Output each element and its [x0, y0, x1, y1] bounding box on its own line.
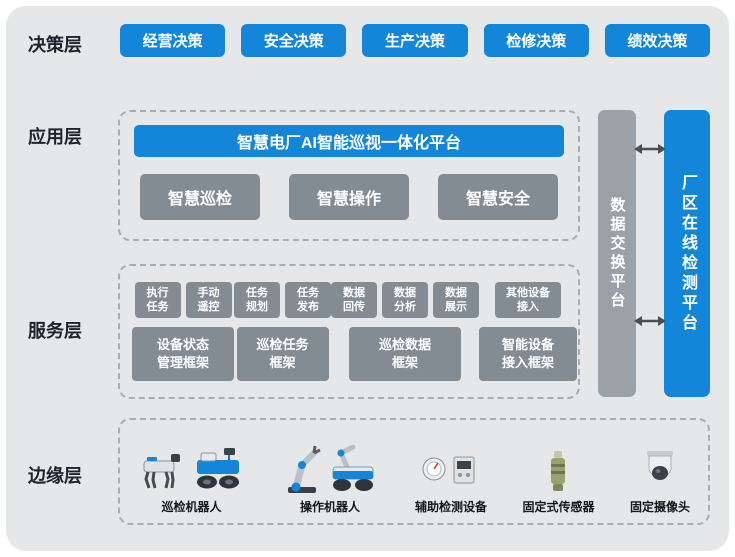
- device-icons: [280, 443, 379, 495]
- mobile-manipulator-icon: [332, 444, 374, 491]
- task-row: 执行任务 手动遥控: [134, 282, 232, 318]
- service-group-inspection-data: 数据回传 数据分析 数据展示 巡检数据框架: [331, 282, 479, 381]
- edge-layer-label: 边缘层: [28, 466, 82, 486]
- task-planning: 任务规划: [234, 282, 280, 318]
- service-group-smart-device-access: 其他设备接入 智能设备接入框架: [479, 282, 577, 381]
- device-label: 固定摄像头: [629, 500, 690, 514]
- sensor-cylinder-icon: [551, 451, 566, 491]
- device-icons: [420, 449, 482, 495]
- device-icons: [138, 447, 245, 495]
- service-group-device-status: 执行任务 手动遥控 设备状态管理框架: [132, 282, 234, 381]
- frame-device-status-management: 设备状态管理框架: [132, 327, 234, 381]
- online-detection-platform-label: 厂区在线检测平台: [679, 173, 696, 334]
- task-execute: 执行任务: [134, 282, 181, 318]
- application-modules-row: 智慧巡检 智慧操作 智慧安全: [134, 174, 564, 220]
- device-label: 巡检机器人: [161, 500, 222, 514]
- task-row: 任务规划 任务发布: [234, 282, 331, 318]
- data-exchange-platform-bar: 数据交换平台: [598, 110, 636, 397]
- application-layer-box: 智慧电厂AI智能巡视一体化平台 智慧巡检 智慧操作 智慧安全: [118, 110, 580, 241]
- application-layer-label: 应用层: [28, 127, 82, 147]
- service-group-inspection-task: 任务规划 任务发布 巡检任务框架: [234, 282, 331, 381]
- robot-dog-icon: [143, 454, 180, 489]
- online-detection-platform-bar: 厂区在线检测平台: [664, 110, 710, 397]
- task-manual-control: 手动遥控: [185, 282, 232, 318]
- module-smart-inspection: 智慧巡检: [140, 174, 260, 220]
- module-smart-operation: 智慧操作: [289, 174, 409, 220]
- tracked-robot-icon: [197, 448, 239, 489]
- frame-smart-device-access: 智能设备接入框架: [479, 327, 577, 381]
- device-auxiliary-detection: 辅助检测设备: [415, 449, 487, 515]
- double-arrow-icon: [634, 144, 666, 154]
- double-arrow-icon: [634, 316, 666, 326]
- service-layer-label: 服务层: [28, 321, 82, 341]
- device-icons: [639, 449, 681, 495]
- gauge-instrument-icon: [422, 456, 475, 484]
- decision-layer-label: 决策层: [28, 35, 82, 55]
- task-data-return: 数据回传: [331, 282, 377, 318]
- platform-banner: 智慧电厂AI智能巡视一体化平台: [134, 125, 564, 157]
- decision-node-business: 经营决策: [120, 24, 226, 57]
- decision-node-maintenance: 检修决策: [483, 24, 589, 57]
- task-data-analysis: 数据分析: [382, 282, 428, 318]
- decision-node-performance: 绩效决策: [604, 24, 711, 57]
- task-publish: 任务发布: [285, 282, 331, 318]
- device-label: 固定式传感器: [522, 500, 595, 514]
- module-smart-safety: 智慧安全: [438, 174, 558, 220]
- device-icons: [540, 449, 576, 495]
- device-label: 操作机器人: [299, 500, 360, 514]
- service-layer-box: 执行任务 手动遥控 设备状态管理框架 任务规划 任务发布 巡检任务框架 数据回传…: [118, 264, 580, 399]
- decision-node-safety: 安全决策: [241, 24, 347, 57]
- device-fixed-sensor: 固定式传感器: [522, 449, 594, 515]
- decision-layer-row: 经营决策 安全决策 生产决策 检修决策 绩效决策: [120, 24, 711, 57]
- device-fixed-camera: 固定摄像头: [630, 449, 690, 515]
- robot-arm-icon: [288, 445, 322, 493]
- dome-camera-icon: [646, 451, 673, 480]
- decision-node-production: 生产决策: [362, 24, 468, 57]
- frame-inspection-task: 巡检任务框架: [236, 327, 329, 381]
- frame-inspection-data: 巡检数据框架: [349, 327, 461, 381]
- data-exchange-platform-label: 数据交换平台: [608, 196, 626, 311]
- device-label: 辅助检测设备: [414, 500, 487, 514]
- task-row: 数据回传 数据分析 数据展示: [331, 282, 479, 318]
- device-operation-robots: 操作机器人: [280, 443, 379, 515]
- task-other-device-access: 其他设备接入: [495, 282, 561, 318]
- device-inspection-robots: 巡检机器人: [138, 447, 245, 515]
- task-data-display: 数据展示: [433, 282, 479, 318]
- task-row: 其他设备接入: [495, 282, 561, 318]
- edge-layer-box: 巡检机器人 操作机器人: [118, 418, 710, 525]
